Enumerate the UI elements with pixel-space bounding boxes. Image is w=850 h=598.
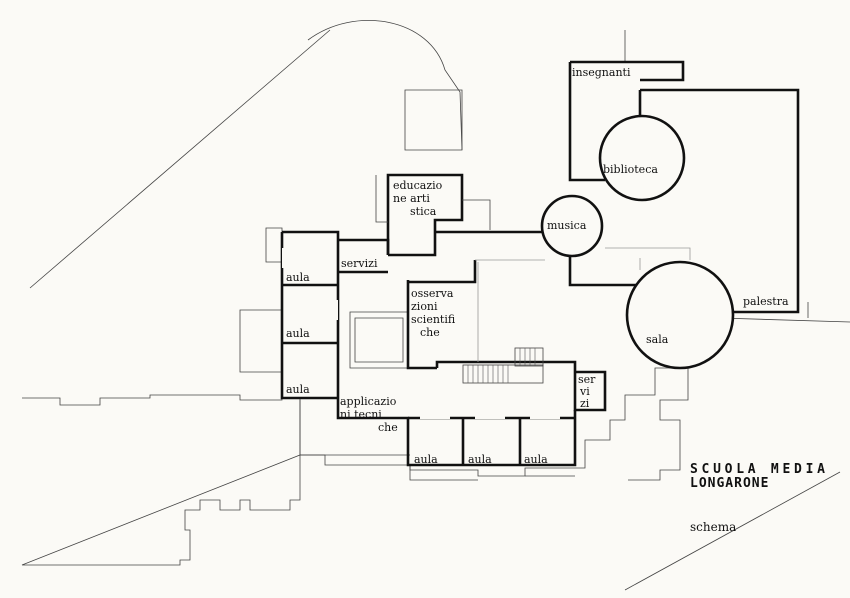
label-aula-1: aula (286, 271, 310, 284)
label-aula-4: aula (414, 453, 438, 466)
sala-circle (625, 260, 735, 370)
label-palestra: palestra (743, 295, 789, 308)
title-line-2: LONGARONE (690, 476, 769, 491)
stairs (462, 347, 544, 384)
left-wing-outline (21, 367, 689, 566)
label-musica: musica (547, 219, 587, 232)
walls (280, 60, 800, 467)
label-aula-3: aula (286, 383, 310, 396)
biblioteca-circle (598, 114, 686, 202)
inner-courtyard (349, 311, 409, 369)
site-lines (29, 29, 850, 591)
title-line-1: SCUOLA MEDIA (690, 462, 826, 477)
musica-circle (540, 194, 604, 258)
windows (282, 248, 560, 419)
label-aula-2: aula (286, 327, 310, 340)
label-osservazioni-scientifiche: osserva zioni scientifi che (411, 287, 459, 339)
label-servizi-right: ser vi zi (578, 373, 599, 410)
label-servizi-top: servizi (341, 257, 378, 270)
label-aula-6: aula (524, 453, 548, 466)
label-aula-5: aula (468, 453, 492, 466)
label-educazione-artistica: educazio ne arti stica (393, 179, 446, 218)
courtyard-arc (307, 20, 463, 151)
label-applicazioni-tecniche: applicazio ni tecni che (340, 395, 400, 434)
label-biblioteca: biblioteca (603, 163, 658, 176)
label-insegnanti: insegnanti (572, 66, 631, 79)
label-sala: sala (646, 333, 669, 346)
title-caption: schema (690, 520, 736, 534)
